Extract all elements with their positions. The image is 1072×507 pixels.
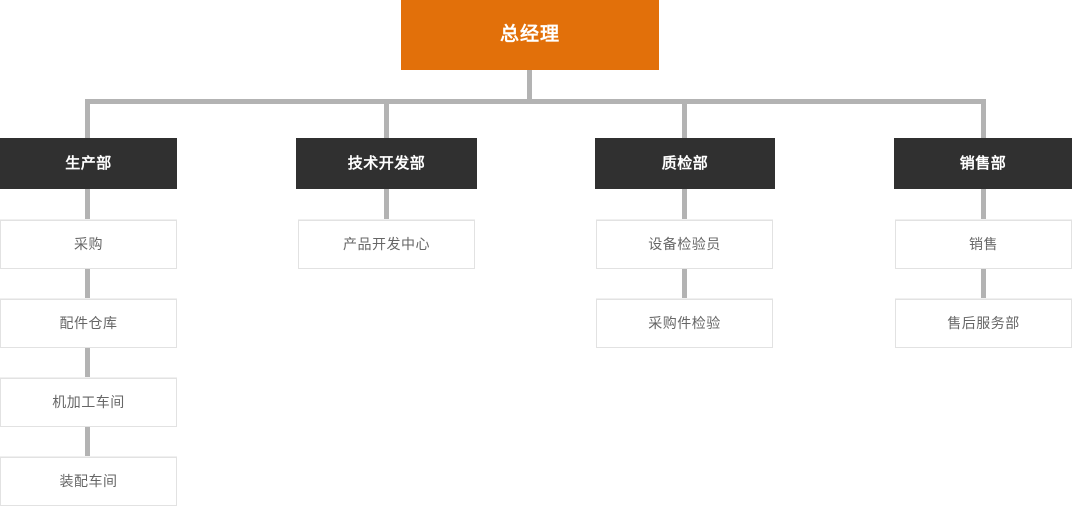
node-sub-product-development-center[interactable]: 产品开发中心 bbox=[298, 220, 475, 269]
connector-col1-seg2 bbox=[85, 268, 90, 300]
node-sub-machining-workshop[interactable]: 机加工车间 bbox=[0, 378, 177, 427]
connector-col1-seg1 bbox=[85, 189, 90, 221]
node-sub-purchased-parts-inspection[interactable]: 采购件检验 bbox=[596, 299, 773, 348]
node-department-production[interactable]: 生产部 bbox=[0, 138, 177, 189]
connector-col3-seg1 bbox=[682, 189, 687, 221]
node-sub-parts-warehouse[interactable]: 配件仓库 bbox=[0, 299, 177, 348]
connector-drop-dept-3 bbox=[682, 99, 687, 138]
connector-drop-dept-4 bbox=[981, 99, 986, 138]
connector-col4-seg2 bbox=[981, 268, 986, 300]
node-sub-procurement[interactable]: 采购 bbox=[0, 220, 177, 269]
connector-col1-seg4 bbox=[85, 426, 90, 458]
node-sub-sales[interactable]: 销售 bbox=[895, 220, 1072, 269]
node-root-general-manager[interactable]: 总经理 bbox=[401, 0, 659, 70]
connector-drop-dept-1 bbox=[85, 99, 90, 138]
connector-col2-seg1 bbox=[384, 189, 389, 221]
node-department-technical-development[interactable]: 技术开发部 bbox=[296, 138, 477, 189]
connector-root-stem bbox=[527, 70, 532, 104]
connector-col3-seg2 bbox=[682, 268, 687, 300]
connector-drop-dept-2 bbox=[384, 99, 389, 138]
node-sub-after-sales-service[interactable]: 售后服务部 bbox=[895, 299, 1072, 348]
node-sub-equipment-inspector[interactable]: 设备检验员 bbox=[596, 220, 773, 269]
connector-horizontal-bus bbox=[85, 99, 986, 104]
node-department-sales[interactable]: 销售部 bbox=[894, 138, 1072, 189]
node-department-quality-inspection[interactable]: 质检部 bbox=[595, 138, 775, 189]
connector-col4-seg1 bbox=[981, 189, 986, 221]
connector-col1-seg3 bbox=[85, 347, 90, 379]
node-sub-assembly-workshop[interactable]: 装配车间 bbox=[0, 457, 177, 506]
